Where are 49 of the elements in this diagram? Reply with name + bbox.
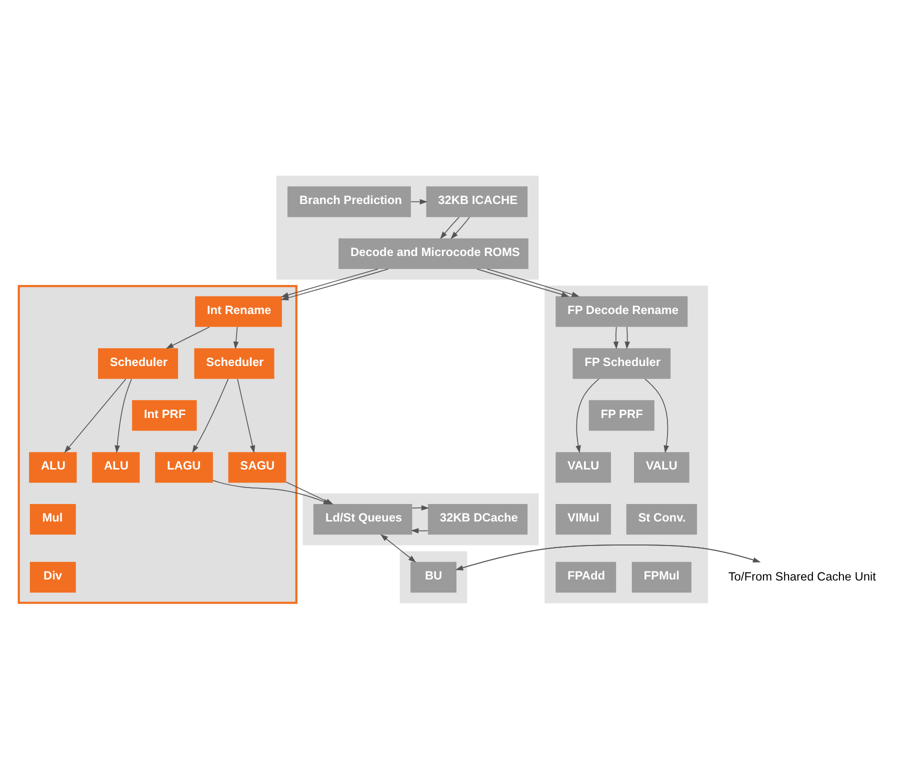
node-box: Scheduler <box>98 348 178 378</box>
node-box: VALU <box>634 452 690 482</box>
node-box: ALU <box>92 452 140 482</box>
node-box: FPAdd <box>556 561 616 592</box>
arrow <box>166 326 210 348</box>
node-box: St Conv. <box>626 504 697 534</box>
arrow <box>412 504 430 510</box>
node-box: 32KB ICACHE <box>426 186 528 217</box>
node-box: SAGU <box>228 452 286 482</box>
node-box: VALU <box>556 452 611 482</box>
cluster <box>18 284 298 604</box>
node-box: Branch Prediction <box>287 186 411 217</box>
arrow <box>114 378 132 453</box>
arrow <box>410 528 428 534</box>
arrow <box>440 216 460 239</box>
arrow <box>644 378 669 453</box>
node-box: 32KB DCache <box>428 504 528 534</box>
arrow <box>476 268 570 297</box>
node-box: Mul <box>30 504 76 534</box>
cluster <box>400 550 468 603</box>
cluster <box>544 285 708 603</box>
arrow <box>380 534 416 562</box>
node-box: ALU <box>29 452 77 482</box>
node-box: BU <box>410 561 456 592</box>
arrow <box>410 198 428 204</box>
arrow <box>450 216 470 239</box>
arrow <box>233 326 239 349</box>
cluster <box>276 175 539 280</box>
node-box: Div <box>30 561 76 592</box>
node-box: Decode and Microcode ROMS <box>338 238 528 269</box>
node-box: Ld/St Queues <box>313 504 412 534</box>
arrow <box>624 326 630 349</box>
node-box: FP PRF <box>588 400 654 430</box>
arrow <box>237 378 256 453</box>
arrow <box>613 326 619 349</box>
arrow <box>64 378 126 452</box>
node-text: To/From Shared Cache Unit <box>728 568 876 583</box>
node-box: Int PRF <box>132 400 197 430</box>
node-box: FPMul <box>632 561 692 592</box>
node-box: Int Rename <box>195 296 282 326</box>
node-box: VIMul <box>556 504 611 534</box>
arrow <box>576 378 600 453</box>
arrow <box>192 378 229 452</box>
node-box: LAGU <box>155 452 213 482</box>
node-box: FP Scheduler <box>572 348 671 378</box>
node-box: Scheduler <box>194 348 274 378</box>
arrow <box>486 268 580 296</box>
node-box: FP Decode Rename <box>556 296 688 326</box>
cluster <box>302 492 539 545</box>
